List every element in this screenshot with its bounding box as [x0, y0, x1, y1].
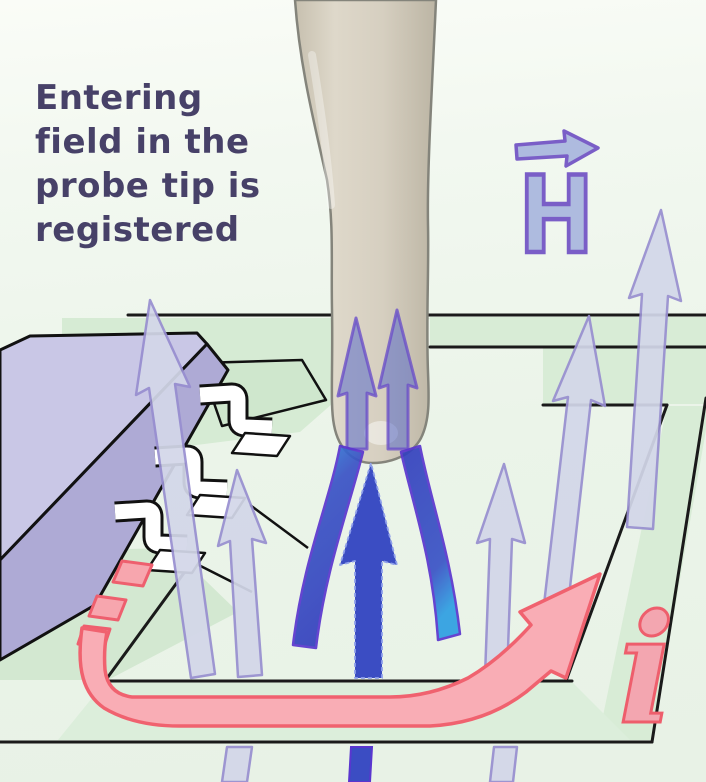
field-arrows-left	[134, 298, 268, 680]
board-trace-line	[249, 503, 309, 550]
field-arrow-stub	[488, 745, 519, 782]
board-right-trace	[598, 406, 706, 740]
field-arrow-stub	[220, 745, 254, 782]
center-field-arrow-stub	[347, 746, 374, 782]
caption-line: probe tip is	[35, 166, 261, 206]
field-line-right	[399, 444, 462, 642]
lead-pad	[230, 431, 292, 458]
probe-highlight-streak	[308, 51, 335, 209]
h-field-label: H	[519, 155, 594, 278]
current-dash	[87, 594, 128, 622]
field-arrow	[625, 208, 683, 531]
current-label-group: i	[617, 581, 677, 760]
field-line-left	[291, 444, 365, 650]
caption-line: Entering	[35, 78, 203, 118]
caption-line: field in the	[35, 122, 250, 162]
loop-outer-right-edge	[650, 396, 706, 744]
current-loop-arrow	[78, 572, 602, 728]
probe-inner-arrow	[377, 308, 419, 451]
current-dash	[111, 559, 154, 588]
field-arrow	[216, 468, 268, 679]
h-field-symbol: H	[514, 129, 600, 280]
caption: Entering field in the probe tip is regis…	[35, 76, 315, 252]
h-vector-arrow-icon	[514, 129, 600, 168]
field-arrows-right	[475, 208, 683, 678]
caption-line: registered	[35, 210, 240, 250]
probe-field-arrows	[291, 308, 462, 679]
center-field-arrow	[339, 462, 398, 679]
field-arrow	[134, 298, 217, 680]
chip-lead	[199, 382, 292, 458]
current-label: i	[618, 582, 675, 758]
current-arrow-path	[78, 572, 602, 728]
field-arrow-stubs	[220, 745, 519, 782]
probe-inner-arrow	[336, 316, 378, 451]
